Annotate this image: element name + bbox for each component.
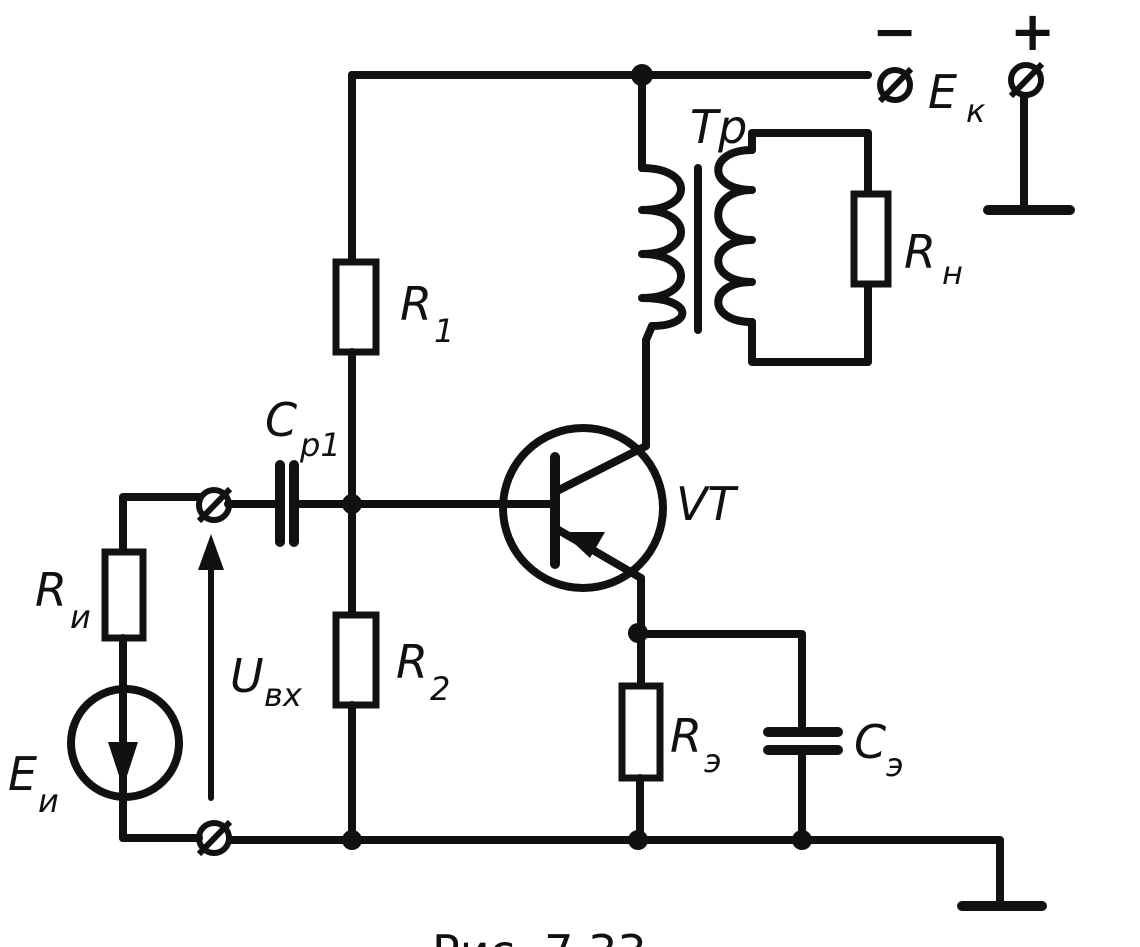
r2-label: R — [396, 635, 428, 689]
resistor-re — [618, 682, 664, 782]
tr-label: Tp — [690, 100, 747, 154]
ce-ground-junction-dot — [792, 830, 812, 850]
r1-label: R — [400, 277, 432, 331]
ei-subscript: и — [38, 782, 59, 820]
ri-label: R — [35, 563, 67, 617]
input-terminal-top — [196, 486, 233, 524]
ek-subscript: к — [966, 92, 986, 130]
plus-sign: + — [1010, 0, 1055, 63]
figure-caption: Рис. 7.33 — [432, 925, 647, 947]
vt-label: VT — [676, 477, 739, 531]
input-terminal-bottom — [196, 819, 233, 857]
cp1-subscript: p1 — [299, 426, 341, 464]
supply-plus-terminal — [1008, 61, 1045, 99]
re-subscript: э — [704, 742, 722, 780]
transistor-vt-body — [499, 424, 667, 592]
re-ground-junction-dot — [628, 830, 648, 850]
ce-subscript: э — [886, 746, 904, 784]
ce-label: C — [854, 715, 886, 769]
ei-label: E — [8, 747, 37, 801]
emitter-arrow-head — [562, 532, 605, 558]
load-resistor-rh — [850, 190, 892, 288]
transformer-primary-lead-bottom — [642, 322, 656, 450]
ri-subscript: и — [70, 598, 91, 636]
r2-ground-junction-dot — [342, 830, 362, 850]
transformer-primary-winding — [638, 164, 687, 330]
cp1-label: C — [265, 393, 297, 447]
supply-minus-terminal — [877, 66, 914, 104]
transistor-collector-lead — [551, 442, 650, 496]
r1-subscript: 1 — [434, 312, 454, 350]
rh-label: R — [904, 225, 936, 279]
uvx-subscript: вх — [264, 676, 303, 714]
rh-subscript: н — [942, 254, 963, 292]
resistor-r1 — [332, 258, 380, 356]
r2-subscript: 2 — [430, 670, 450, 708]
uvx-arrow-head — [198, 534, 224, 570]
ek-label: E — [928, 65, 957, 119]
re-label: R — [670, 709, 702, 763]
minus-sign: − — [872, 0, 917, 63]
transformer-secondary-winding — [714, 146, 756, 326]
source-arrow-head — [108, 742, 138, 788]
resistor-ri — [101, 548, 147, 642]
source-top-wire — [119, 493, 203, 556]
ce-top-wire — [634, 630, 806, 736]
uvx-label: U — [230, 649, 264, 703]
resistor-r2 — [332, 611, 380, 709]
ground-rail-wire — [226, 836, 1004, 906]
secondary-loop-wire — [748, 129, 872, 366]
